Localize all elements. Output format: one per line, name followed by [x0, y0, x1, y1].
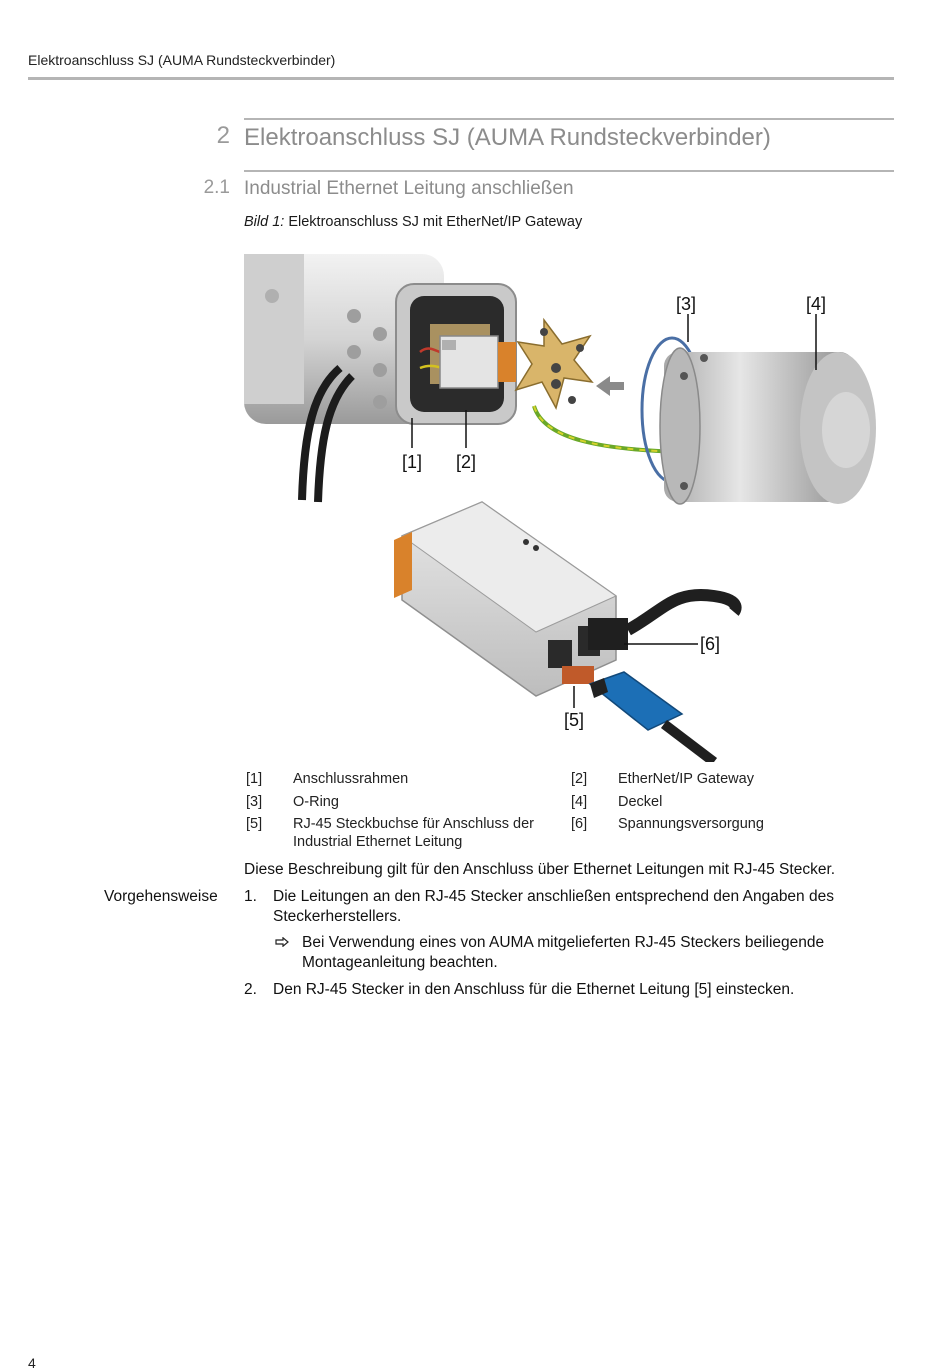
step-2-text: Den RJ-45 Stecker in den Anschluss für d…	[273, 981, 795, 998]
callout-4: [4]	[806, 294, 826, 314]
section-rule-top	[244, 118, 894, 120]
gateway-module	[394, 501, 742, 762]
legend-text-1: Anschlussrahmen	[293, 771, 409, 787]
legend-num-5: [5]	[246, 816, 263, 832]
subsection-title: Industrial Ethernet Leitung anschließen	[244, 178, 574, 199]
header-rule	[28, 77, 894, 80]
figure-caption-prefix: Bild 1:	[244, 214, 285, 230]
legend-text-3: O-Ring	[293, 794, 339, 810]
legend-text-6: Spannungsversorgung	[618, 816, 764, 832]
figure-caption-text: Elektroanschluss SJ mit EtherNet/IP Gate…	[284, 214, 583, 230]
procedure-label: Vorgehensweise	[104, 888, 218, 905]
gateway-in-frame	[439, 335, 516, 389]
step-2-number: 2.	[244, 981, 257, 998]
step-1-text: Die Leitungen an den RJ-45 Stecker ansch…	[273, 888, 834, 925]
subsection-number: 2.1	[203, 177, 230, 198]
actuator-housing	[244, 254, 444, 503]
legend-num-3: [3]	[246, 794, 263, 810]
callout-2: [2]	[456, 452, 476, 472]
section-rule-bottom	[244, 170, 894, 172]
section-title: Elektroanschluss SJ (AUMA Rundsteckverbi…	[244, 124, 771, 151]
legend-text-2: EtherNet/IP Gateway	[618, 771, 754, 787]
result-text: Bei Verwendung eines von AUMA mitgeliefe…	[302, 934, 825, 971]
callout-3: [3]	[676, 294, 696, 314]
legend-num-1: [1]	[246, 771, 263, 787]
connector-plate	[514, 317, 685, 454]
running-header: Elektroanschluss SJ (AUMA Rundsteckverbi…	[28, 52, 336, 68]
legend-text-4: Deckel	[618, 794, 663, 810]
legend-num-2: [2]	[571, 771, 588, 787]
figure-caption: Bild 1: Elektroanschluss SJ mit EtherNet…	[244, 214, 582, 230]
figure-illustration: [1] [2] [3] [4] [5] [6]	[244, 254, 876, 762]
insert-arrow-icon	[596, 376, 624, 396]
cover	[659, 347, 876, 505]
page-number: 4	[28, 1355, 36, 1371]
section-number: 2	[216, 122, 230, 149]
callout-5: [5]	[564, 710, 584, 730]
callout-1: [1]	[402, 452, 422, 472]
legend-text-5: RJ-45 Steckbuchse für Anschluss der Indu…	[293, 816, 534, 850]
intro-paragraph: Diese Beschreibung gilt für den Anschlus…	[244, 861, 836, 878]
step-1-number: 1.	[244, 888, 257, 905]
legend-num-4: [4]	[571, 794, 588, 810]
leader-lines	[411, 314, 817, 708]
legend-num-6: [6]	[571, 816, 588, 832]
callout-6: [6]	[700, 634, 720, 654]
arrow-right-outline-icon	[275, 937, 289, 947]
